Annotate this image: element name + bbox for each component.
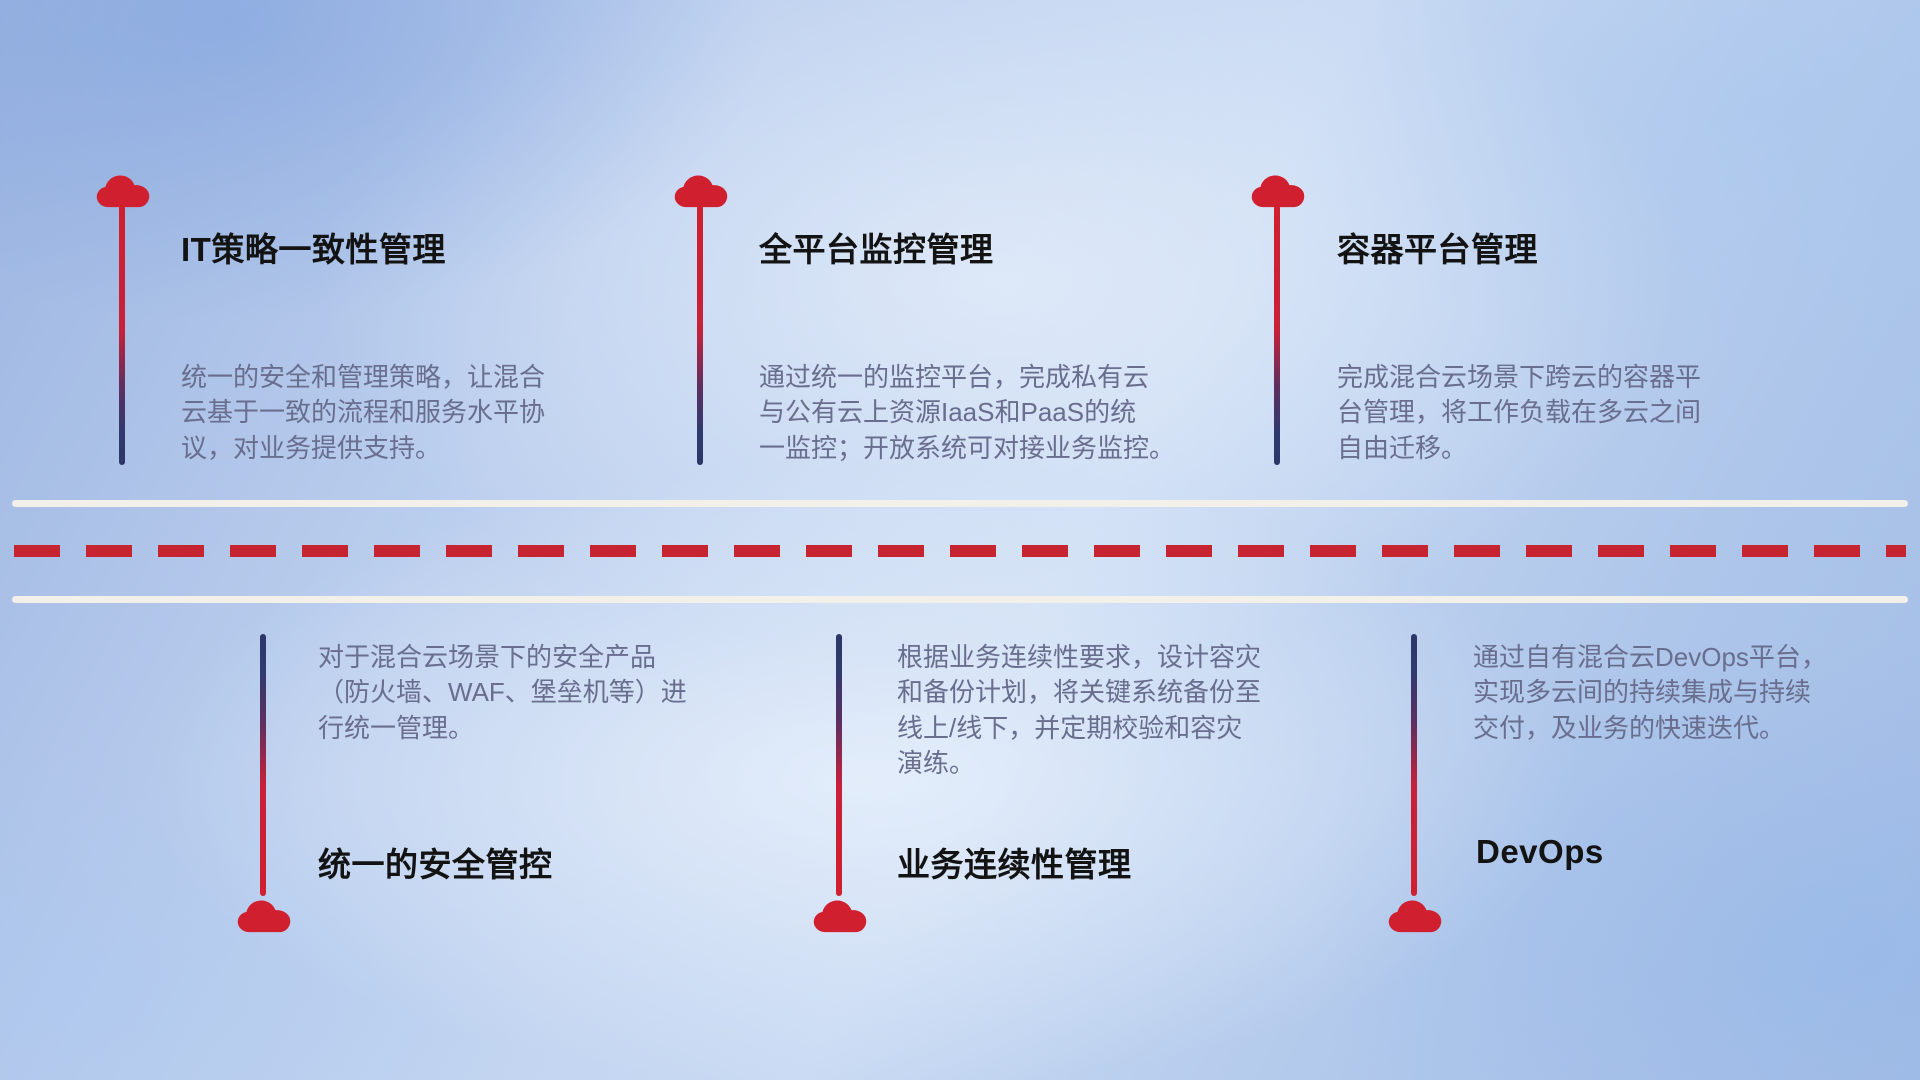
road-top-line	[12, 500, 1908, 507]
item-description: 通过自有混合云DevOps平台， 实现多云间的持续集成与持续 交付，及业务的快速…	[1473, 642, 1827, 743]
item-title: 业务连续性管理	[897, 846, 1132, 883]
item-title: 统一的安全管控	[318, 846, 553, 883]
item-description: 对于混合云场景下的安全产品 （防火墙、WAF、堡垒机等）进 行统一管理。	[318, 642, 687, 743]
cloud-icon	[1250, 171, 1306, 210]
item-description: 完成混合云场景下跨云的容器平 台管理，将工作负载在多云之间 自由迁移。	[1337, 362, 1702, 463]
item-title: IT策略一致性管理	[181, 231, 446, 268]
item-description: 根据业务连续性要求，设计容灾 和备份计划，将关键系统备份至 线上/线下，并定期校…	[897, 642, 1262, 779]
road-bottom-line	[12, 596, 1908, 603]
cloud-icon	[1387, 896, 1443, 935]
cloud-icon	[812, 896, 868, 935]
connector-line	[697, 205, 703, 465]
connector-line	[260, 634, 266, 896]
connector-line	[836, 634, 842, 896]
connector-line	[1274, 205, 1280, 465]
cloud-icon	[95, 171, 151, 210]
road-center-dashed-line	[14, 545, 1906, 557]
connector-line	[119, 205, 125, 465]
item-description: 通过统一的监控平台，完成私有云 与公有云上资源IaaS和PaaS的统 一监控；开…	[759, 362, 1176, 463]
cloud-icon	[673, 171, 729, 210]
cloud-icon	[236, 896, 292, 935]
item-description: 统一的安全和管理策略，让混合 云基于一致的流程和服务水平协 议，对业务提供支持。	[181, 362, 546, 463]
item-title: 容器平台管理	[1337, 231, 1538, 268]
item-title: DevOps	[1476, 833, 1604, 870]
connector-line	[1411, 634, 1417, 896]
item-title: 全平台监控管理	[759, 231, 994, 268]
